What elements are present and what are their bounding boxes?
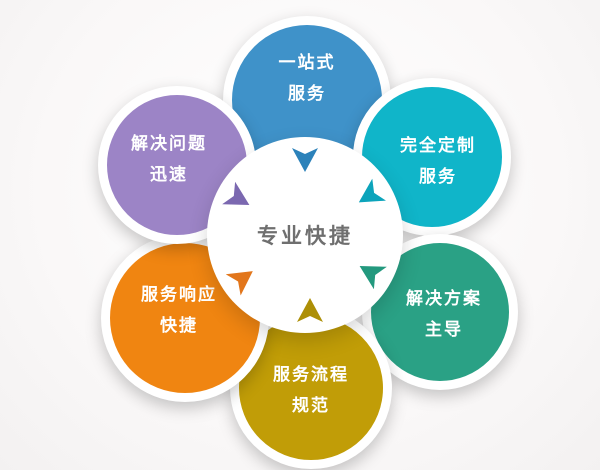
arrow-down-right-icon [222, 181, 256, 217]
node-label: 服务流程 规范 [273, 364, 349, 415]
node-label: 服务响应 快捷 [141, 284, 217, 335]
center-hub-label: 专业快捷 [257, 225, 353, 248]
arrow-down-icon [292, 148, 318, 172]
node-label: 完全定制 服务 [400, 135, 476, 186]
arrow-up-right-icon [225, 260, 261, 296]
node-label: 一站式 服务 [278, 52, 336, 103]
node-label: 解决问题 迅速 [131, 133, 207, 184]
arrow-down-left-icon [352, 178, 387, 214]
arrow-up-icon [297, 298, 323, 322]
node-label: 解决方案 主导 [406, 288, 482, 339]
arrow-up-left-icon [353, 255, 387, 290]
